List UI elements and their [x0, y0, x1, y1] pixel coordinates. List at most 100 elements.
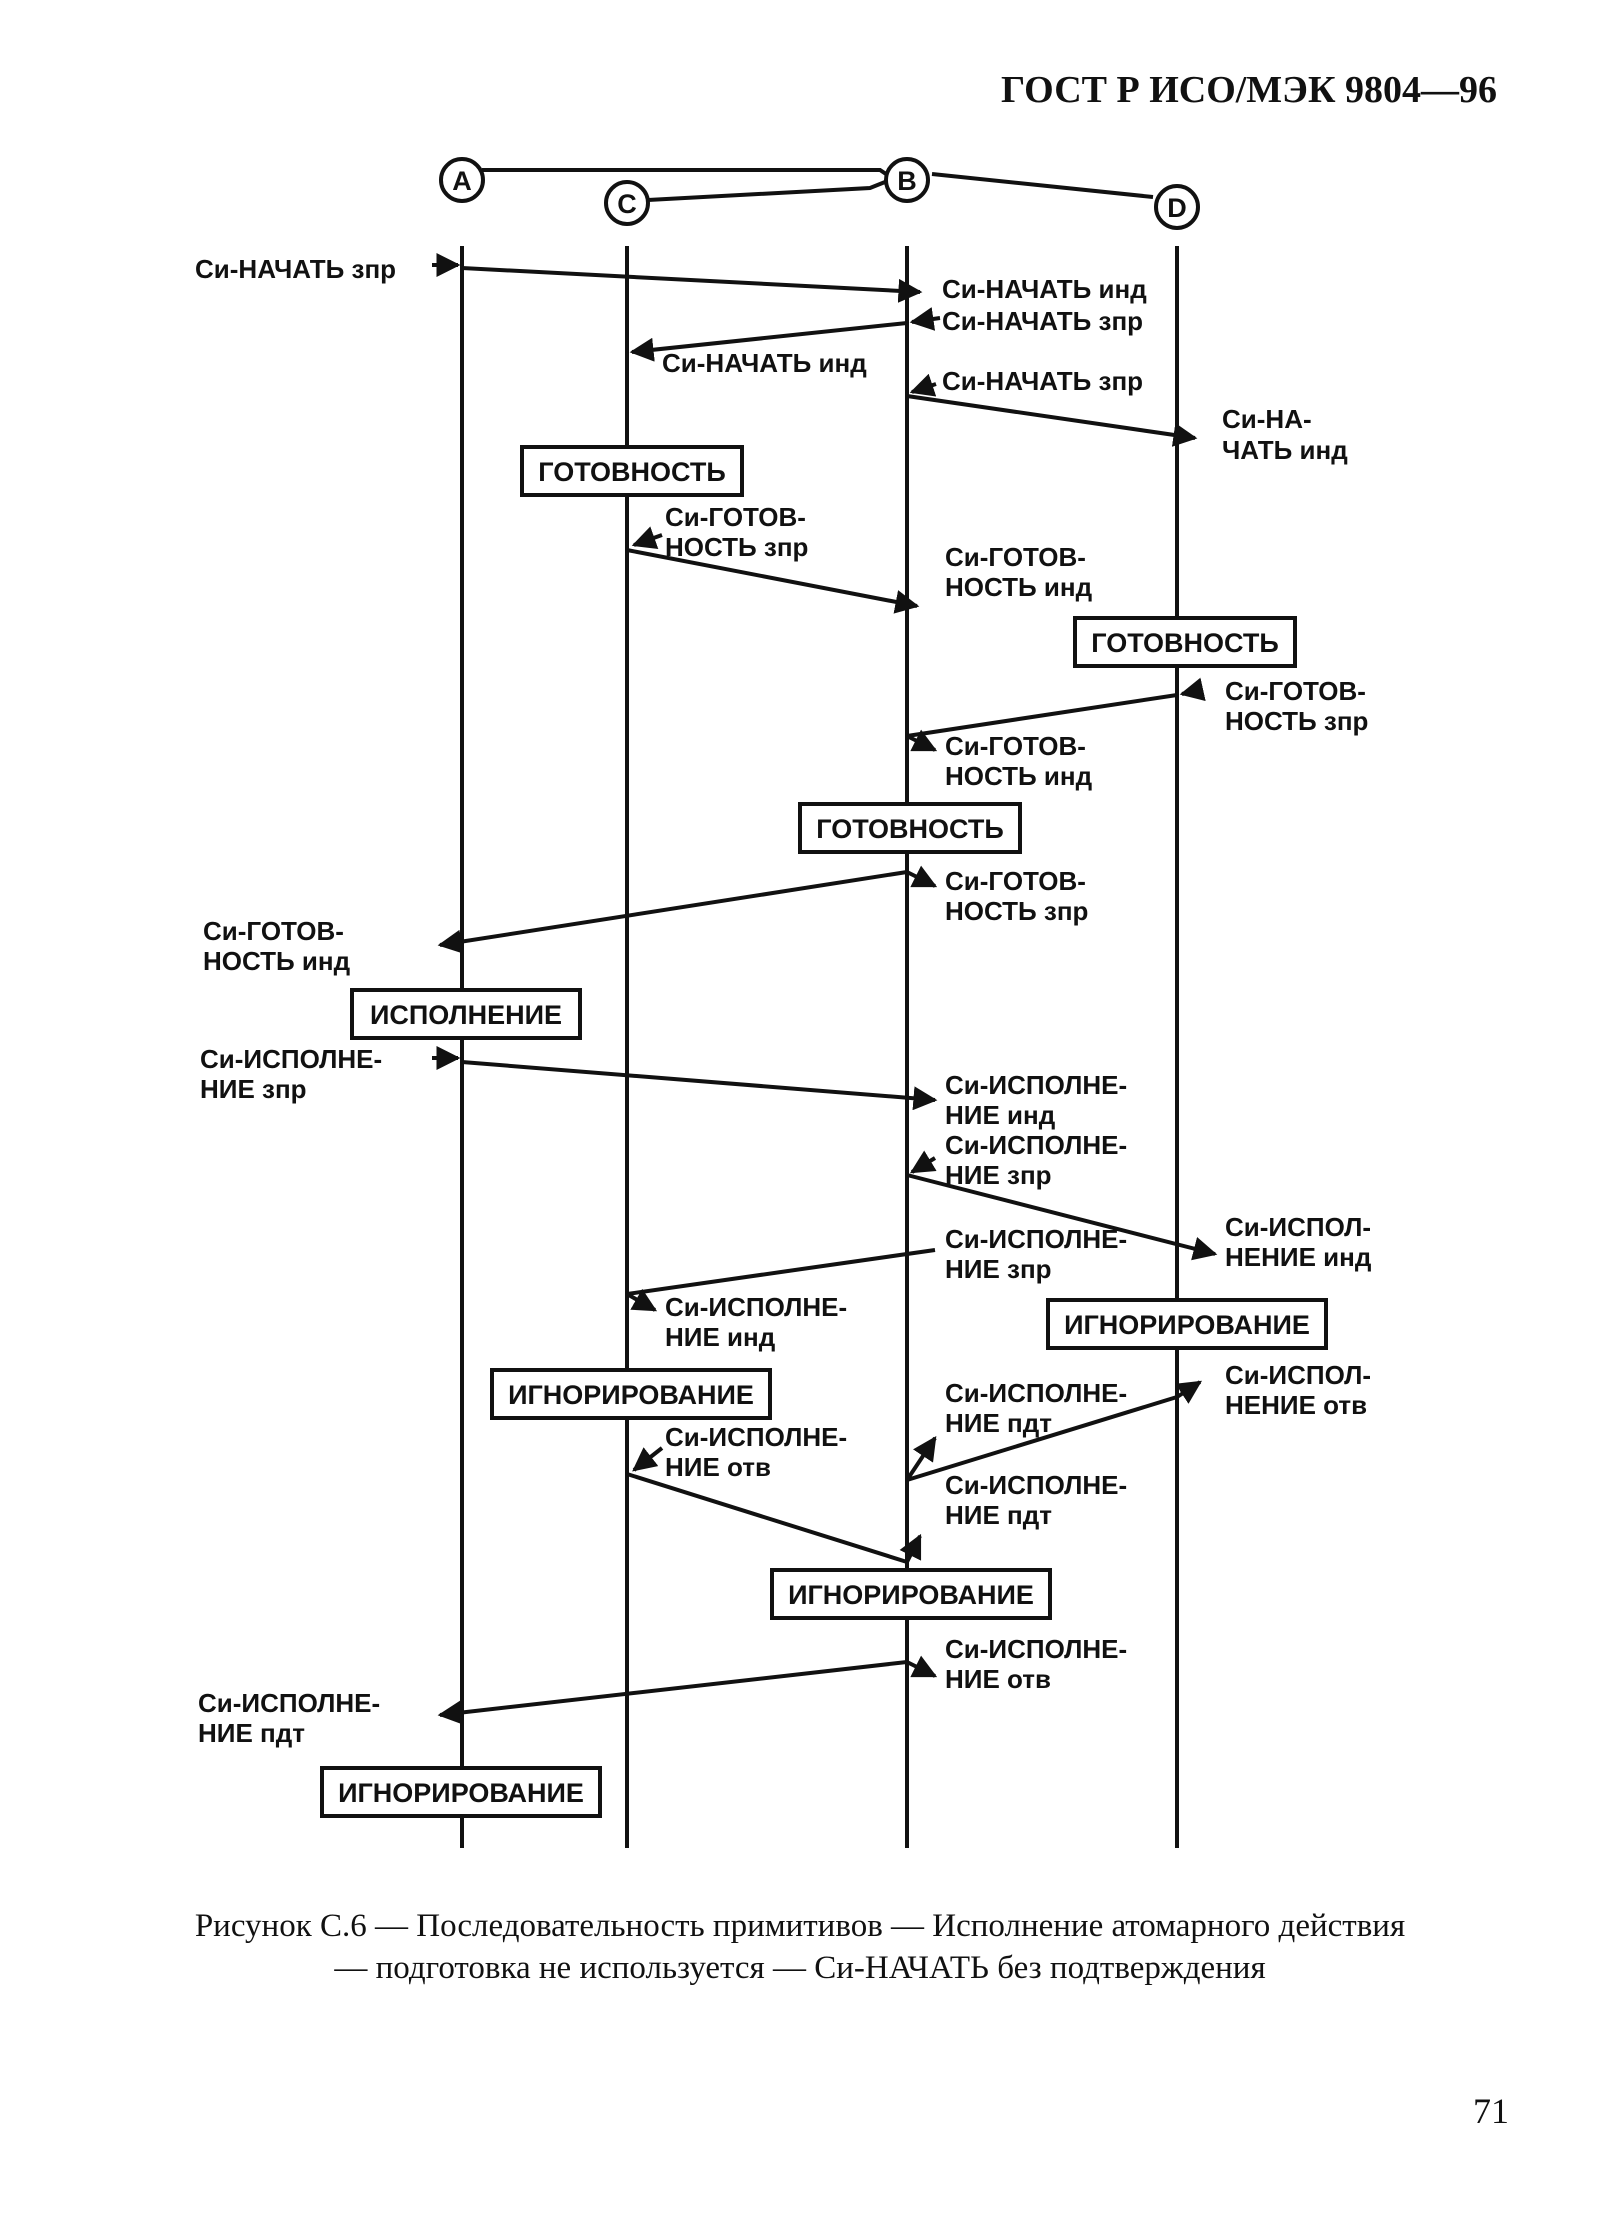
label-exec-cnf-b-2: НИЕ пдт: [945, 1408, 1052, 1438]
label-ready-ind-b2-2: НОСТЬ инд: [945, 761, 1093, 791]
node-b: B: [884, 157, 930, 203]
label-exec-req-a-1: Си-ИСПОЛНЕ-: [200, 1044, 382, 1074]
label-exec-ind-b-2: НИЕ инд: [945, 1100, 1056, 1130]
arrow-begin-a-to-b: [461, 266, 923, 303]
label-ready-ind-b2-1: Си-ГОТОВ-: [945, 731, 1086, 761]
arrow-exec-c-to-b: [626, 1472, 908, 1564]
state-box-ignore-b: [770, 1568, 1052, 1620]
state-label-ready-d: ГОТОВНОСТЬ: [1091, 628, 1279, 658]
label-exec-cnf-a-2: НИЕ пдт: [198, 1718, 305, 1748]
label-exec-reply-d-2: НЕНИЕ отв: [1225, 1390, 1367, 1420]
label-begin-req-a: Си-НАЧАТЬ зпр: [195, 254, 396, 284]
node-a-label: A: [452, 166, 472, 196]
label-ready-req-c-1: Си-ГОТОВ-: [665, 502, 806, 532]
state-label-ignore-a: ИГНОРИРОВАНИЕ: [338, 1778, 584, 1808]
label-ready-req-d-1: Си-ГОТОВ-: [1225, 676, 1366, 706]
label-exec-reply-c-2: НИЕ отв: [665, 1452, 771, 1482]
label-exec-ind-b-1: Си-ИСПОЛНЕ-: [945, 1070, 1127, 1100]
figure-caption: Рисунок С.6 — Последовательность примити…: [194, 1908, 1406, 1986]
arrow-exec-reply-b: [906, 1655, 938, 1678]
label-exec-cnf-a-1: Си-ИСПОЛНЕ-: [198, 1688, 380, 1718]
label-exec-req-b2-2: НИЕ зпр: [945, 1254, 1052, 1284]
label-exec-req-b1-2: НИЕ зпр: [945, 1160, 1052, 1190]
state-box-ready-c: [520, 445, 744, 497]
state-box-ready-d: [1073, 616, 1297, 668]
label-ready-req-b-2: НОСТЬ зпр: [945, 896, 1088, 926]
state-box-ignore-d: [1046, 1298, 1328, 1350]
arrow-begin-b-to-c: [629, 321, 908, 362]
state-label-ignore-b: ИГНОРИРОВАНИЕ: [788, 1580, 1034, 1610]
label-begin-req-b1: Си-НАЧАТЬ зпр: [942, 306, 1143, 336]
arrow-begin-req-b1: [909, 307, 941, 331]
state-label-ignore-c: ИГНОРИРОВАНИЕ: [508, 1380, 754, 1410]
state-label-ready-c: ГОТОВНОСТЬ: [538, 457, 726, 487]
label-exec-cnf-b2-2: НИЕ пдт: [945, 1500, 1052, 1530]
arrow-begin-req-b2: [909, 373, 937, 397]
sequence-diagram: A C B D: [195, 157, 1372, 1848]
arrow-exec-b-to-c: [626, 1248, 936, 1296]
arrow-begin-b-to-d: [906, 394, 1198, 447]
arrow-exec-b-to-a: [437, 1660, 908, 1725]
arrow-ready-c-to-b: [626, 548, 920, 614]
state-box-ready-b: [798, 802, 1022, 854]
arrow-exec-reply-c: [632, 1446, 664, 1472]
label-ready-ind-b-1: Си-ГОТОВ-: [945, 542, 1086, 572]
state-label-exec-a: ИСПОЛНЕНИЕ: [370, 1000, 562, 1030]
label-begin-ind-d-1: Си-НА-: [1222, 404, 1312, 434]
label-ready-ind-b-2: НОСТЬ инд: [945, 572, 1093, 602]
node-a: A: [439, 157, 485, 203]
label-exec-reply-d-1: Си-ИСПОЛ-: [1225, 1360, 1371, 1390]
label-exec-ind-d-2: НЕНИЕ инд: [1225, 1242, 1372, 1272]
label-ready-req-c-2: НОСТЬ зпр: [665, 532, 808, 562]
arrow-ready-b-to-a: [437, 870, 908, 954]
label-exec-ind-c-2: НИЕ инд: [665, 1322, 776, 1352]
state-box-exec-a: [350, 988, 582, 1040]
state-box-ignore-c: [490, 1368, 772, 1420]
node-d: D: [1154, 184, 1200, 230]
node-c: C: [604, 180, 650, 226]
label-ready-ind-a-2: НОСТЬ инд: [203, 946, 351, 976]
page-number: 71: [1473, 2091, 1509, 2131]
label-ready-req-b-1: Си-ГОТОВ-: [945, 866, 1086, 896]
state-box-ignore-a: [320, 1766, 602, 1818]
arrow-ready-req-b: [906, 865, 938, 888]
label-ready-ind-a-1: Си-ГОТОВ-: [203, 916, 344, 946]
label-ready-req-d-2: НОСТЬ зпр: [1225, 706, 1368, 736]
arrow-exec-reply-d: [1175, 1380, 1203, 1404]
label-exec-reply-c-1: Си-ИСПОЛНЕ-: [665, 1422, 847, 1452]
node-connector-b-d: [931, 172, 1154, 199]
label-begin-req-b2: Си-НАЧАТЬ зпр: [942, 366, 1143, 396]
node-c-label: C: [617, 189, 637, 219]
arrow-ready-req-d: [1179, 677, 1206, 702]
label-exec-req-b1-1: Си-ИСПОЛНЕ-: [945, 1130, 1127, 1160]
label-begin-ind-d-2: ЧАТЬ инд: [1222, 435, 1348, 465]
label-exec-cnf-b2-1: Си-ИСПОЛНЕ-: [945, 1470, 1127, 1500]
arrow-exec-cnf-b: [905, 1436, 937, 1482]
arrow-exec-req-b1: [909, 1150, 937, 1174]
label-exec-req-b2-1: Си-ИСПОЛНЕ-: [945, 1224, 1127, 1254]
arrow-exec-d-to-b: [906, 1395, 1178, 1482]
label-exec-ind-c-1: Си-ИСПОЛНЕ-: [665, 1292, 847, 1322]
label-begin-ind-b: Си-НАЧАТЬ инд: [942, 274, 1147, 304]
arrow-ready-ind-b: [906, 729, 938, 752]
label-exec-cnf-b-1: Си-ИСПОЛНЕ-: [945, 1378, 1127, 1408]
node-connector-c-b: [647, 180, 886, 202]
arrow-exec-a-to-b: [461, 1060, 938, 1111]
node-d-label: D: [1167, 193, 1187, 223]
label-begin-ind-c: Си-НАЧАТЬ инд: [662, 348, 867, 378]
state-label-ready-b: ГОТОВНОСТЬ: [816, 814, 1004, 844]
node-connector-a-b: [482, 168, 897, 182]
arrow-exec-cnf-b2: [899, 1533, 922, 1563]
document-header: ГОСТ Р ИСО/МЭК 9804—96: [1000, 69, 1497, 111]
arrow-ready-d-to-b: [906, 693, 1178, 738]
arrow-ready-req-c: [631, 526, 663, 550]
arrow-exec-ind-c: [626, 1288, 658, 1312]
label-exec-req-a-2: НИЕ зпр: [200, 1074, 307, 1104]
state-label-ignore-d: ИГНОРИРОВАНИЕ: [1064, 1310, 1310, 1340]
label-exec-ind-d-1: Си-ИСПОЛ-: [1225, 1212, 1371, 1242]
label-exec-reply-b-1: Си-ИСПОЛНЕ-: [945, 1634, 1127, 1664]
arrow-exec-b-to-d: [906, 1173, 1218, 1261]
node-b-label: B: [897, 166, 917, 196]
label-exec-reply-b-2: НИЕ отв: [945, 1664, 1051, 1694]
